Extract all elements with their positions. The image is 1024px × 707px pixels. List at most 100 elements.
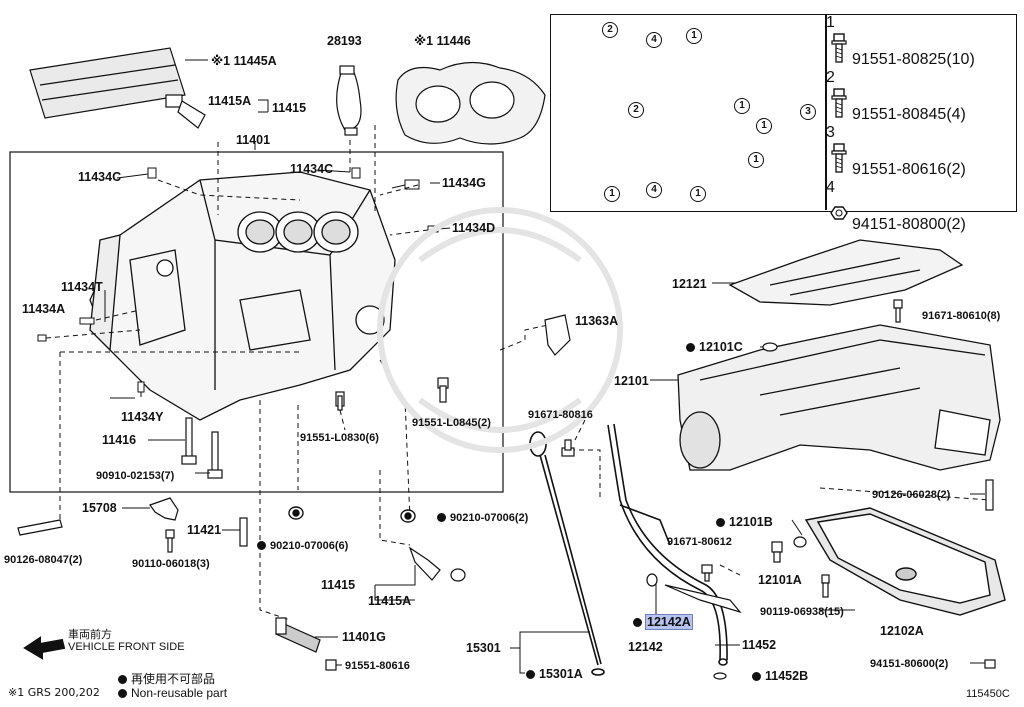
baffle-12121-drawing [728,239,964,306]
nonreusable-dot-icon [437,513,446,522]
dipstick-15301-drawing [529,431,605,676]
bracket-12142-drawing [646,573,742,614]
legend-text: 再使用不可部品 [131,672,216,686]
bolt-icon [831,33,847,63]
label-91551-L0830[interactable]: 91551-L0830(6) [300,432,379,444]
label-11415-mid[interactable]: 11415 [321,578,356,592]
label-12101[interactable]: 12101 [614,374,649,388]
bolt-90110-drawing [165,529,175,553]
label-11421[interactable]: 11421 [187,523,222,537]
label-11434C-right[interactable]: 11434C [290,162,334,176]
nonreusable-dot-icon [752,672,761,681]
label-15301[interactable]: 15301 [466,641,501,655]
part-number: 90210-07006(6) [270,540,349,552]
callout-number: 2 [826,69,835,86]
bolt-part-number: 94151-80800(2) [852,216,966,233]
bracket-11363A-drawing [544,314,571,356]
bolt-91671-80610-drawing [893,299,903,323]
label-11415A-top[interactable]: 11415A [208,94,252,108]
part-number: 12101C [699,340,743,354]
label-12101C[interactable]: 12101C [686,340,743,354]
label-91671-80816[interactable]: 91671-80816 [528,409,593,421]
nonreusable-legend-jp: 再使用不可部品 [118,670,215,687]
label-90126-08047[interactable]: 90126-08047(2) [4,554,83,566]
label-28193[interactable]: 28193 [327,34,362,48]
dipstick-guide-11452-drawing [607,423,728,666]
inset-callout: 1 [756,118,772,134]
inset-callout: 1 [748,152,764,168]
part-number-highlighted: 12142A [645,614,693,630]
label-91551-L0845[interactable]: 91551-L0845(2) [412,417,491,429]
label-15301A[interactable]: 15301A [526,667,583,681]
inset-callout: 1 [690,186,706,202]
label-11452B[interactable]: 11452B [752,669,808,683]
label-90119-06938[interactable]: 90119-06938(15) [760,606,844,618]
front-label-en: VEHICLE FRONT SIDE [68,641,185,653]
inset-callout: 1 [686,28,702,44]
label-11446[interactable]: ※1 11446 [414,34,471,48]
label-15708[interactable]: 15708 [82,501,117,515]
label-90210-07006-6[interactable]: 90210-07006(6) [257,539,348,553]
label-12142A[interactable]: 12142A [633,614,693,630]
front-label-jp: 車両前方 [68,628,112,641]
nonreusable-dot-icon [257,541,266,550]
label-12142[interactable]: 12142 [628,640,663,654]
oil-pan-lower-small-parts [701,479,996,669]
part-number: 15301A [539,667,583,681]
label-11452[interactable]: 11452 [742,638,777,652]
label-11434D[interactable]: 11434D [452,221,496,235]
label-11434Y[interactable]: 11434Y [121,410,164,424]
label-91551-80616[interactable]: 91551-80616 [345,660,410,672]
label-91671-80612[interactable]: 91671-80612 [667,536,732,548]
nonreusable-dot-icon [526,670,535,679]
label-11401[interactable]: 11401 [236,133,271,147]
legend-text: Non-reusable part [131,686,228,700]
label-11401G[interactable]: 11401G [342,630,386,644]
label-12121[interactable]: 12121 [672,277,707,291]
bolt-table-row[interactable]: 4 94151-80800(2) [826,179,1016,234]
nonreusable-dot-icon [716,518,725,527]
label-94151-80600[interactable]: 94151-80600(2) [870,658,949,670]
sensor-11401G-drawing [275,617,321,653]
label-11434A[interactable]: 11434A [22,302,66,316]
label-11434T[interactable]: 11434T [61,280,103,294]
label-90910-02153[interactable]: 90910-02153(7) [96,470,175,482]
pin-11421-drawing [239,517,248,547]
part-number: 11452B [765,669,809,683]
label-11415-top[interactable]: 11415 [272,101,307,115]
insulator-11446-drawing [395,61,546,145]
label-12101A[interactable]: 12101A [758,573,802,587]
part-number: 90210-07006(2) [450,512,529,524]
arrow-left-icon [23,636,66,660]
callout-number: 4 [826,179,835,196]
label-90126-06028[interactable]: 90126-06028(2) [872,489,951,501]
label-11434G[interactable]: 11434G [442,176,486,190]
nonreusable-dot-icon [118,675,127,684]
bolt-part-number: 91551-80845(4) [852,106,966,123]
bolt-part-number: 91551-80825(10) [852,51,975,68]
label-11434C-left[interactable]: 11434C [78,170,122,184]
fitting-11415-mid-drawing [408,546,466,582]
cover-11445A-drawing [29,47,186,119]
nonreusable-dot-icon [633,618,642,627]
bracket-15708-drawing [149,497,179,521]
label-11416[interactable]: 11416 [102,433,137,447]
label-12101B[interactable]: 12101B [716,515,773,529]
bolt-91551-80616-drawing [325,659,337,671]
label-91671-80610[interactable]: 91671-80610(8) [922,310,1001,322]
label-12102A[interactable]: 12102A [880,624,924,638]
seal-12101C [762,342,778,352]
label-90110-06018[interactable]: 90110-06018(3) [132,558,210,570]
label-90210-07006-2[interactable]: 90210-07006(2) [437,511,528,525]
bolt-table-row[interactable]: 2 91551-80845(4) [826,69,1016,124]
footnote: ※1 GRS 200,202 [8,686,100,699]
inset-callout: 3 [800,104,816,120]
bolt-table [826,14,1017,210]
label-11415A-mid[interactable]: 11415A [368,594,412,608]
label-11445A[interactable]: ※1 11445A [211,54,277,68]
label-11363A[interactable]: 11363A [575,314,619,328]
